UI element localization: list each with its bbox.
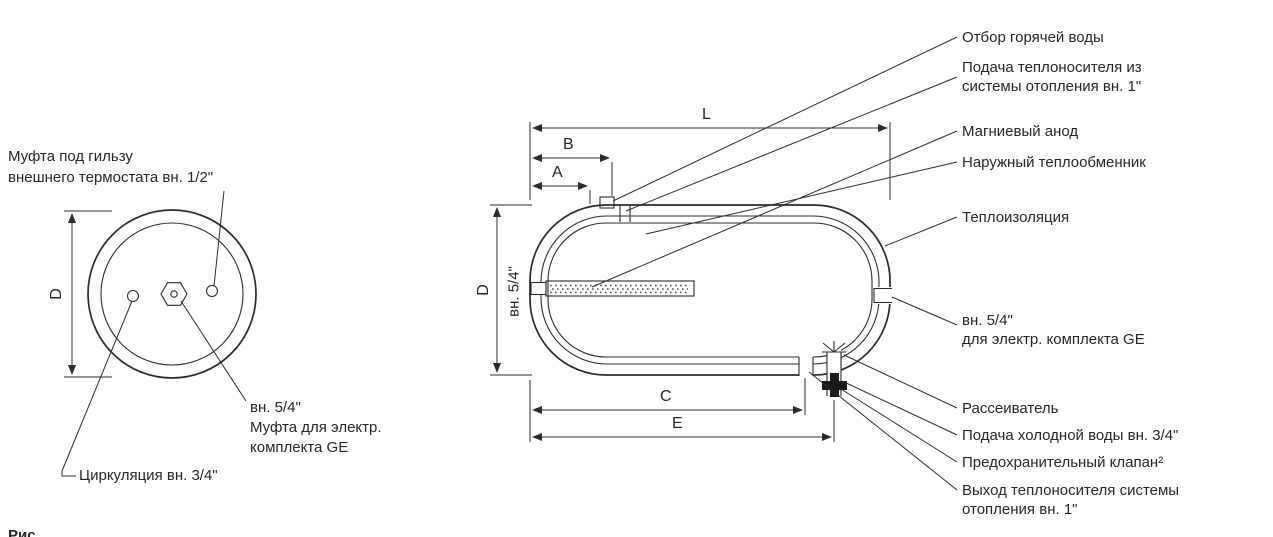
circulation-label: Циркуляция вн. 3/4" <box>79 467 218 484</box>
callout-heating-inlet-line2: системы отопления вн. 1" <box>962 78 1142 95</box>
leader-insulation <box>884 216 958 247</box>
ge-coupling-label-line3: комплекта GE <box>250 439 349 456</box>
anode-mount-gap <box>531 282 546 295</box>
dim-a-label: A <box>552 164 563 181</box>
callout-safety-valve: Предохранительный клапан² <box>962 454 1164 471</box>
circulation-port <box>126 289 140 303</box>
leader-thermostat <box>213 190 225 287</box>
leader-hot-water <box>612 36 958 202</box>
side-view-drawing <box>490 36 958 491</box>
leader-safety-valve <box>840 388 958 463</box>
callout-ge-port-line2: для электр. комплекта GE <box>962 331 1145 348</box>
dim-e-label: E <box>672 415 683 432</box>
leader-diffuser <box>843 354 958 409</box>
tank-end-inner-wall <box>100 222 244 366</box>
callout-heating-outlet: Выход теплоносителя системы отопления вн… <box>962 481 1179 519</box>
heat-exchanger-jacket <box>547 222 873 358</box>
hot-water-nozzle <box>599 196 615 209</box>
ge-coupling-label-line1: вн. 5/4" <box>250 399 301 416</box>
leader-heating-outlet <box>808 371 958 491</box>
leader-heating-inlet <box>625 76 958 212</box>
ge-coupling-hex-nut <box>160 282 188 306</box>
callout-hot-water: Отбор горячей воды <box>962 29 1104 46</box>
callout-ge-port: вн. 5/4" для электр. комплекта GE <box>962 311 1145 349</box>
ge-coupling-label: вн. 5/4" Муфта для электр. комплекта GE <box>250 398 382 458</box>
thermostat-port <box>205 284 219 298</box>
callout-exchanger: Наружный теплообменник <box>962 154 1146 171</box>
thermostat-coupling-label: Муфта под гильзу внешнего термостата вн.… <box>8 146 213 188</box>
leader-exchanger <box>645 161 958 235</box>
heating-outlet-gap <box>799 356 813 377</box>
callout-heating-inlet: Подача теплоносителя из системы отоплени… <box>962 58 1142 96</box>
ge-coupling-center <box>170 290 178 298</box>
callout-cold-water: Подача холодной воды вн. 3/4" <box>962 427 1179 444</box>
tank-outer-wall <box>529 204 891 376</box>
callout-insulation: Теплоизоляция <box>962 209 1070 226</box>
dim-d-side-label: D <box>475 284 492 296</box>
thermostat-coupling-label-line1: Муфта под гильзу <box>8 148 133 165</box>
callout-diffuser: Рассеиватель <box>962 400 1059 417</box>
figure-caption: Рис. <box>8 527 40 537</box>
dim-l-label: L <box>702 106 711 123</box>
leader-cold-water <box>841 380 958 436</box>
callout-heating-outlet-line1: Выход теплоносителя системы <box>962 482 1180 499</box>
callout-ge-port-line1: вн. 5/4" <box>962 312 1013 329</box>
safety-valve-horizontal <box>822 381 847 390</box>
dim-d-left-label: D <box>48 288 65 300</box>
callout-heating-outlet-line2: отопления вн. 1" <box>962 501 1078 518</box>
leader-circulation <box>61 300 133 477</box>
thermostat-coupling-label-line2: внешнего термостата вн. 1/2" <box>8 169 214 186</box>
left-view-drawing <box>61 190 257 477</box>
callout-anode: Магниевый анод <box>962 123 1079 140</box>
dim-b-label: B <box>563 136 574 153</box>
magnesium-anode <box>545 280 695 297</box>
ge-port-notch <box>873 287 892 304</box>
ge-coupling-label-line2: Муфта для электр. <box>250 419 382 436</box>
leader-ge-port <box>891 296 958 326</box>
ge-port-gap <box>873 287 893 304</box>
leader-ge-coupling <box>180 300 247 402</box>
diffuser-spray-left <box>822 342 835 353</box>
dim-c-label: C <box>660 388 672 405</box>
port-5-4-rotated-label: вн. 5/4" <box>505 266 523 317</box>
diffuser-spray-right <box>833 342 846 353</box>
tank-end-outer-wall <box>87 209 257 379</box>
leader-anode <box>591 130 958 288</box>
callout-heating-inlet-line1: Подача теплоносителя из <box>962 59 1142 76</box>
